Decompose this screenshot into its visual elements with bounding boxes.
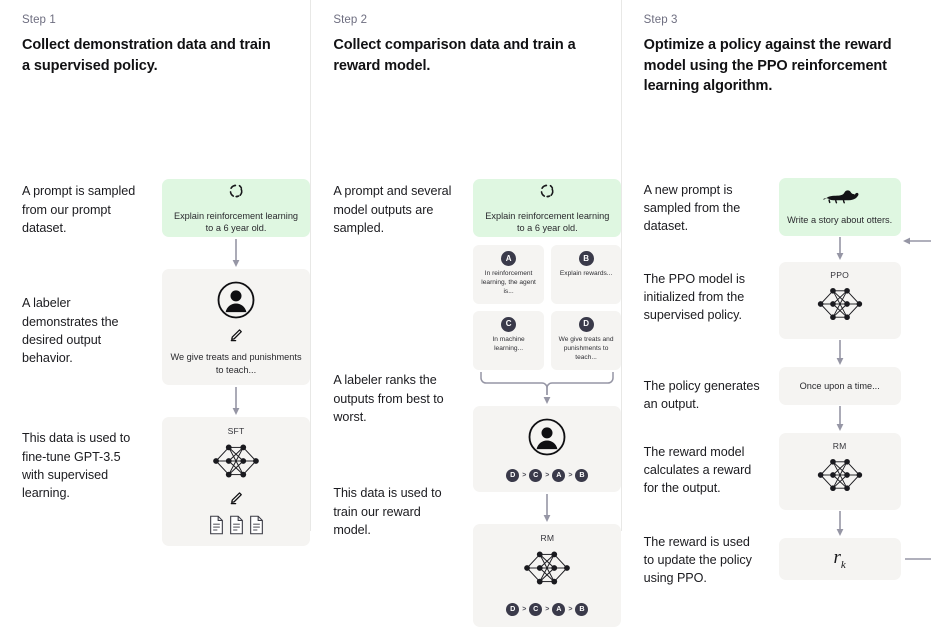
rank-badge-2: C: [529, 468, 543, 482]
step-3-title: Optimize a policy against the reward mod…: [643, 37, 892, 95]
refresh-loop-icon: [227, 182, 245, 205]
step-3-arrow-4: [779, 510, 901, 538]
step-1-labeler-text: We give treats and punishments to teach.…: [170, 352, 302, 375]
step-2-outputs-grid: A In reinforcement learning, the agent i…: [473, 245, 622, 370]
rank-badge-1: D: [506, 602, 520, 616]
output-badge-d: D: [578, 316, 594, 332]
step-3-prompt-text: Write a story about otters.: [787, 215, 893, 226]
step-1-caption-3: This data is used to fine-tune GPT-3.5 w…: [22, 431, 131, 501]
neural-network-icon: [481, 545, 613, 596]
step-3-arrow-3: [779, 405, 901, 433]
step-3-ppo-title: PPO: [830, 269, 850, 280]
step-3-caption-4: The reward model calculates a reward for…: [643, 444, 752, 496]
otter-icon: [820, 187, 860, 209]
step-3-label: Step 3: [643, 14, 678, 26]
pencil-icon: [170, 490, 302, 511]
step-2-prompt-text: Explain reinforcement learning to a 6 ye…: [485, 210, 610, 234]
pencil-icon: [170, 327, 302, 348]
rank-badge-2: C: [529, 602, 543, 616]
step-2-column: Step 2 Collect comparison data and train…: [310, 0, 622, 627]
output-badge-c: C: [501, 316, 517, 332]
step-1-caption-2: A labeler demonstrates the desired outpu…: [22, 296, 119, 366]
step-2-merge-arrow: [473, 370, 621, 406]
rank-separator: >: [522, 471, 527, 479]
output-card-c[interactable]: C In machine learning...: [473, 310, 544, 370]
step-1-caption-1: A prompt is sampled from our prompt data…: [22, 184, 136, 235]
step-2-title: Collect comparison data and train a rewa…: [333, 37, 576, 74]
person-circle-icon: [481, 417, 613, 462]
step-3-rm-title: RM: [832, 440, 847, 451]
step-3-caption-5: The reward is used to update the policy …: [643, 534, 752, 586]
step-1-title: Collect demonstration data and train a s…: [22, 37, 271, 74]
step-2-caption-2: A labeler ranks the outputs from best to…: [333, 373, 444, 424]
rank-badge-1: D: [506, 468, 520, 482]
step-2-caption-3: This data is used to train our reward mo…: [333, 486, 442, 537]
step-3-arrow-1: [779, 236, 901, 262]
step-3-output-text: Once upon a time...: [799, 380, 880, 391]
rank-separator: >: [522, 605, 527, 613]
output-badge-b: B: [578, 251, 594, 267]
neural-network-icon: [787, 453, 893, 502]
output-text-d: We give treats and punishments to teach.…: [558, 335, 614, 361]
neural-network-icon: [170, 438, 302, 489]
step-3-prompt-node[interactable]: Write a story about otters.: [778, 177, 901, 236]
step-1-arrow-2: [162, 385, 310, 417]
step-1-prompt-text: Explain reinforcement learning to a 6 ye…: [173, 210, 299, 234]
step-3-reward-node[interactable]: rk: [778, 537, 901, 580]
neural-network-icon: [787, 282, 893, 331]
output-badge-a: A: [501, 251, 517, 267]
step-1-column: Step 1 Collect demonstration data and tr…: [0, 0, 310, 546]
step-1-flow: Explain reinforcement learning to a 6 ye…: [162, 179, 310, 546]
step-2-rm-node[interactable]: RM: [473, 523, 622, 627]
person-circle-icon: [170, 280, 302, 325]
rank-separator: >: [545, 471, 550, 479]
documents-icon: [170, 515, 302, 535]
rank-badge-3: A: [552, 602, 566, 616]
output-text-c: In machine learning...: [492, 335, 525, 352]
step-2-labeler-ranking: D > C > A > B: [481, 468, 613, 482]
step-2-arrow-2: [473, 492, 621, 524]
reward-subscript: k: [840, 558, 846, 571]
output-card-a[interactable]: A In reinforcement learning, the agent i…: [473, 245, 544, 304]
step-2-rm-ranking: D > C > A > B: [481, 602, 613, 616]
step-2-prompt-node[interactable]: Explain reinforcement learning to a 6 ye…: [473, 179, 622, 238]
rank-badge-4: B: [575, 602, 589, 616]
rank-badge-4: B: [575, 468, 589, 482]
reward-symbol: rk: [833, 546, 846, 571]
step-3-caption-2: The PPO model is initialized from the su…: [643, 271, 746, 323]
step-1-label: Step 1: [22, 14, 56, 26]
step-1-labeler-node[interactable]: We give treats and punishments to teach.…: [162, 269, 310, 385]
step-1-sft-node[interactable]: SFT: [162, 417, 310, 546]
output-card-d[interactable]: D We give treats and punishments to teac…: [550, 310, 622, 370]
step-2-caption-1: A prompt and several model outputs are s…: [333, 184, 452, 235]
rank-separator: >: [568, 471, 573, 479]
step-2-labeler-node[interactable]: D > C > A > B: [473, 405, 622, 492]
step-1-prompt-node[interactable]: Explain reinforcement learning to a 6 ye…: [162, 179, 310, 238]
step-2-label: Step 2: [333, 14, 368, 26]
step-2-rm-title: RM: [540, 532, 555, 543]
ppo-feedback-loop: [902, 237, 931, 560]
step-3-caption-3: The policy generates an output.: [643, 378, 760, 412]
step-3-flow: Write a story about otters. PPO: [778, 177, 901, 580]
step-3-ppo-node[interactable]: PPO: [778, 261, 901, 339]
rank-separator: >: [568, 605, 573, 613]
output-text-b: Explain rewards...: [559, 270, 613, 278]
refresh-loop-icon: [538, 182, 556, 205]
step-3-rm-node[interactable]: RM: [778, 432, 901, 510]
rank-badge-3: A: [552, 468, 566, 482]
output-text-a: In reinforcement learning, the agent is.…: [481, 270, 536, 295]
step-3-column: Step 3 Optimize a policy against the rew…: [620, 0, 931, 585]
step-1-sft-title: SFT: [227, 426, 245, 436]
step-2-flow: Explain reinforcement learning to a 6 ye…: [473, 179, 622, 627]
step-1-arrow-1: [162, 237, 310, 269]
step-3-arrow-2: [779, 339, 901, 367]
step-3-output-node[interactable]: Once upon a time...: [778, 366, 901, 405]
step-3-caption-1: A new prompt is sampled from the dataset…: [643, 182, 741, 234]
rank-separator: >: [545, 605, 550, 613]
output-card-b[interactable]: B Explain rewards...: [550, 245, 622, 304]
